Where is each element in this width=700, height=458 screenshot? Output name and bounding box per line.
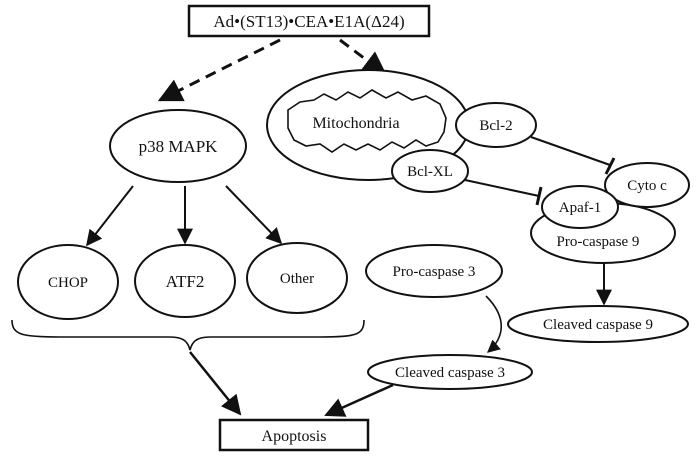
cleaved-caspase3-label: Cleaved caspase 3 bbox=[395, 365, 505, 381]
other-label: Other bbox=[280, 271, 314, 287]
arrow-p38-to-other bbox=[225, 185, 283, 245]
cyto-c-node: Cyto c bbox=[604, 162, 690, 208]
dashed-arrow-to-mitochondria bbox=[339, 38, 387, 76]
apaf1-label: Apaf-1 bbox=[559, 200, 601, 216]
cyto-c-label: Cyto c bbox=[627, 178, 667, 194]
procaspase3-label: Pro-caspase 3 bbox=[393, 264, 476, 280]
arrow-p38-to-chop bbox=[86, 185, 134, 247]
procaspase3-node: Pro-caspase 3 bbox=[365, 244, 503, 298]
atf2-label: ATF2 bbox=[166, 272, 205, 291]
p38-mapk-node: p38 MAPK bbox=[109, 109, 247, 183]
construct-box: Ad•(ST13)•CEA•E1A(Δ24) bbox=[187, 4, 431, 38]
mitochondria-cristae bbox=[287, 89, 447, 153]
bcl2-label: Bcl-2 bbox=[479, 118, 512, 134]
atf2-node: ATF2 bbox=[134, 244, 236, 318]
bcl2-node: Bcl-2 bbox=[455, 102, 537, 148]
other-node: Other bbox=[246, 242, 348, 314]
bclxl-label: Bcl-XL bbox=[407, 164, 453, 180]
mitochondria-label: Mitochondria bbox=[312, 115, 399, 132]
bcl2-inhibits-cyto-c bbox=[530, 136, 616, 175]
arrow-to-apoptosis-right bbox=[324, 383, 394, 417]
cleaved-caspase9-label: Cleaved caspase 9 bbox=[543, 317, 653, 333]
apaf1-node: Apaf-1 bbox=[541, 185, 619, 229]
arrow-procaspase3-to-cleaved bbox=[485, 295, 502, 353]
chop-node: CHOP bbox=[17, 244, 119, 320]
grouping-brace bbox=[11, 319, 365, 351]
construct-label: Ad•(ST13)•CEA•E1A(Δ24) bbox=[213, 12, 404, 31]
p38-mapk-label: p38 MAPK bbox=[139, 137, 219, 156]
chop-label: CHOP bbox=[48, 275, 88, 291]
cleaved-caspase9-node: Cleaved caspase 9 bbox=[507, 305, 689, 343]
dashed-arrow-to-p38 bbox=[157, 38, 281, 102]
bclxl-inhibits-apaf1 bbox=[464, 179, 543, 206]
bclxl-node: Bcl-XL bbox=[391, 149, 469, 193]
procaspase9-label: Pro-caspase 9 bbox=[557, 234, 640, 250]
apoptosis-label: Apoptosis bbox=[262, 428, 327, 445]
arrow-to-apoptosis-left bbox=[189, 351, 242, 416]
apoptosis-box: Apoptosis bbox=[218, 418, 370, 452]
cleaved-caspase3-node: Cleaved caspase 3 bbox=[367, 354, 533, 390]
